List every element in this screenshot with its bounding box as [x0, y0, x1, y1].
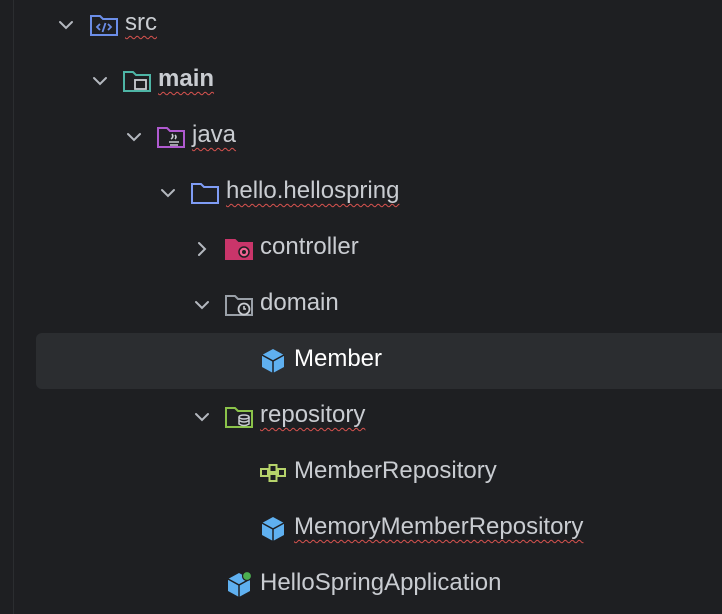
chevron-down-icon[interactable] — [86, 67, 114, 95]
module-folder-icon — [121, 65, 153, 97]
tree-node-memberrepository[interactable]: MemberRepository — [0, 445, 722, 501]
chevron-down-icon[interactable] — [154, 179, 182, 207]
tree-node-label: MemberRepository — [294, 457, 497, 484]
tree-node-label: repository — [260, 401, 366, 428]
interface-icon — [257, 457, 289, 489]
tree-node-label: Member — [294, 345, 383, 372]
chevron-down-icon[interactable] — [188, 291, 216, 319]
selection-highlight — [36, 333, 722, 389]
tree-node-member[interactable]: Member — [0, 333, 722, 389]
tree-node-memorymemberrepository[interactable]: MemoryMemberRepository — [0, 501, 722, 557]
spring-boot-class-icon — [223, 569, 255, 601]
left-gutter — [0, 0, 14, 614]
chevron-down-icon[interactable] — [120, 123, 148, 151]
tree-node-domain[interactable]: domain — [0, 277, 722, 333]
tree-node-label: domain — [260, 289, 339, 316]
domain-package-icon — [223, 289, 255, 321]
tree-node-label: HelloSpringApplication — [260, 569, 502, 596]
tree-node-main[interactable]: main — [0, 53, 722, 109]
tree-node-repository[interactable]: repository — [0, 389, 722, 445]
tree-node-label: java — [192, 121, 237, 148]
chevron-right-icon[interactable] — [188, 235, 216, 263]
source-folder-icon — [88, 9, 120, 41]
package-folder-icon — [189, 177, 221, 209]
tree-node-hello-hellospring[interactable]: hello.hellospring — [0, 165, 722, 221]
controller-package-icon — [223, 233, 255, 265]
tree-node-controller[interactable]: controller — [0, 221, 722, 277]
tree-node-label: hello.hellospring — [226, 177, 400, 204]
tree-node-label: src — [125, 9, 157, 36]
class-icon — [257, 345, 289, 377]
tree-node-java[interactable]: java — [0, 109, 722, 165]
class-icon — [257, 513, 289, 545]
tree-node-label: main — [158, 65, 215, 92]
chevron-down-icon[interactable] — [188, 403, 216, 431]
java-sources-folder-icon — [155, 121, 187, 153]
chevron-down-icon[interactable] — [52, 11, 80, 39]
tree-node-hellospringapplication[interactable]: HelloSpringApplication — [0, 557, 722, 613]
repository-package-icon — [223, 401, 255, 433]
tree-node-label: controller — [260, 233, 359, 260]
tree-node-label: MemoryMemberRepository — [294, 513, 584, 540]
tree-node-src[interactable]: src — [0, 0, 722, 53]
